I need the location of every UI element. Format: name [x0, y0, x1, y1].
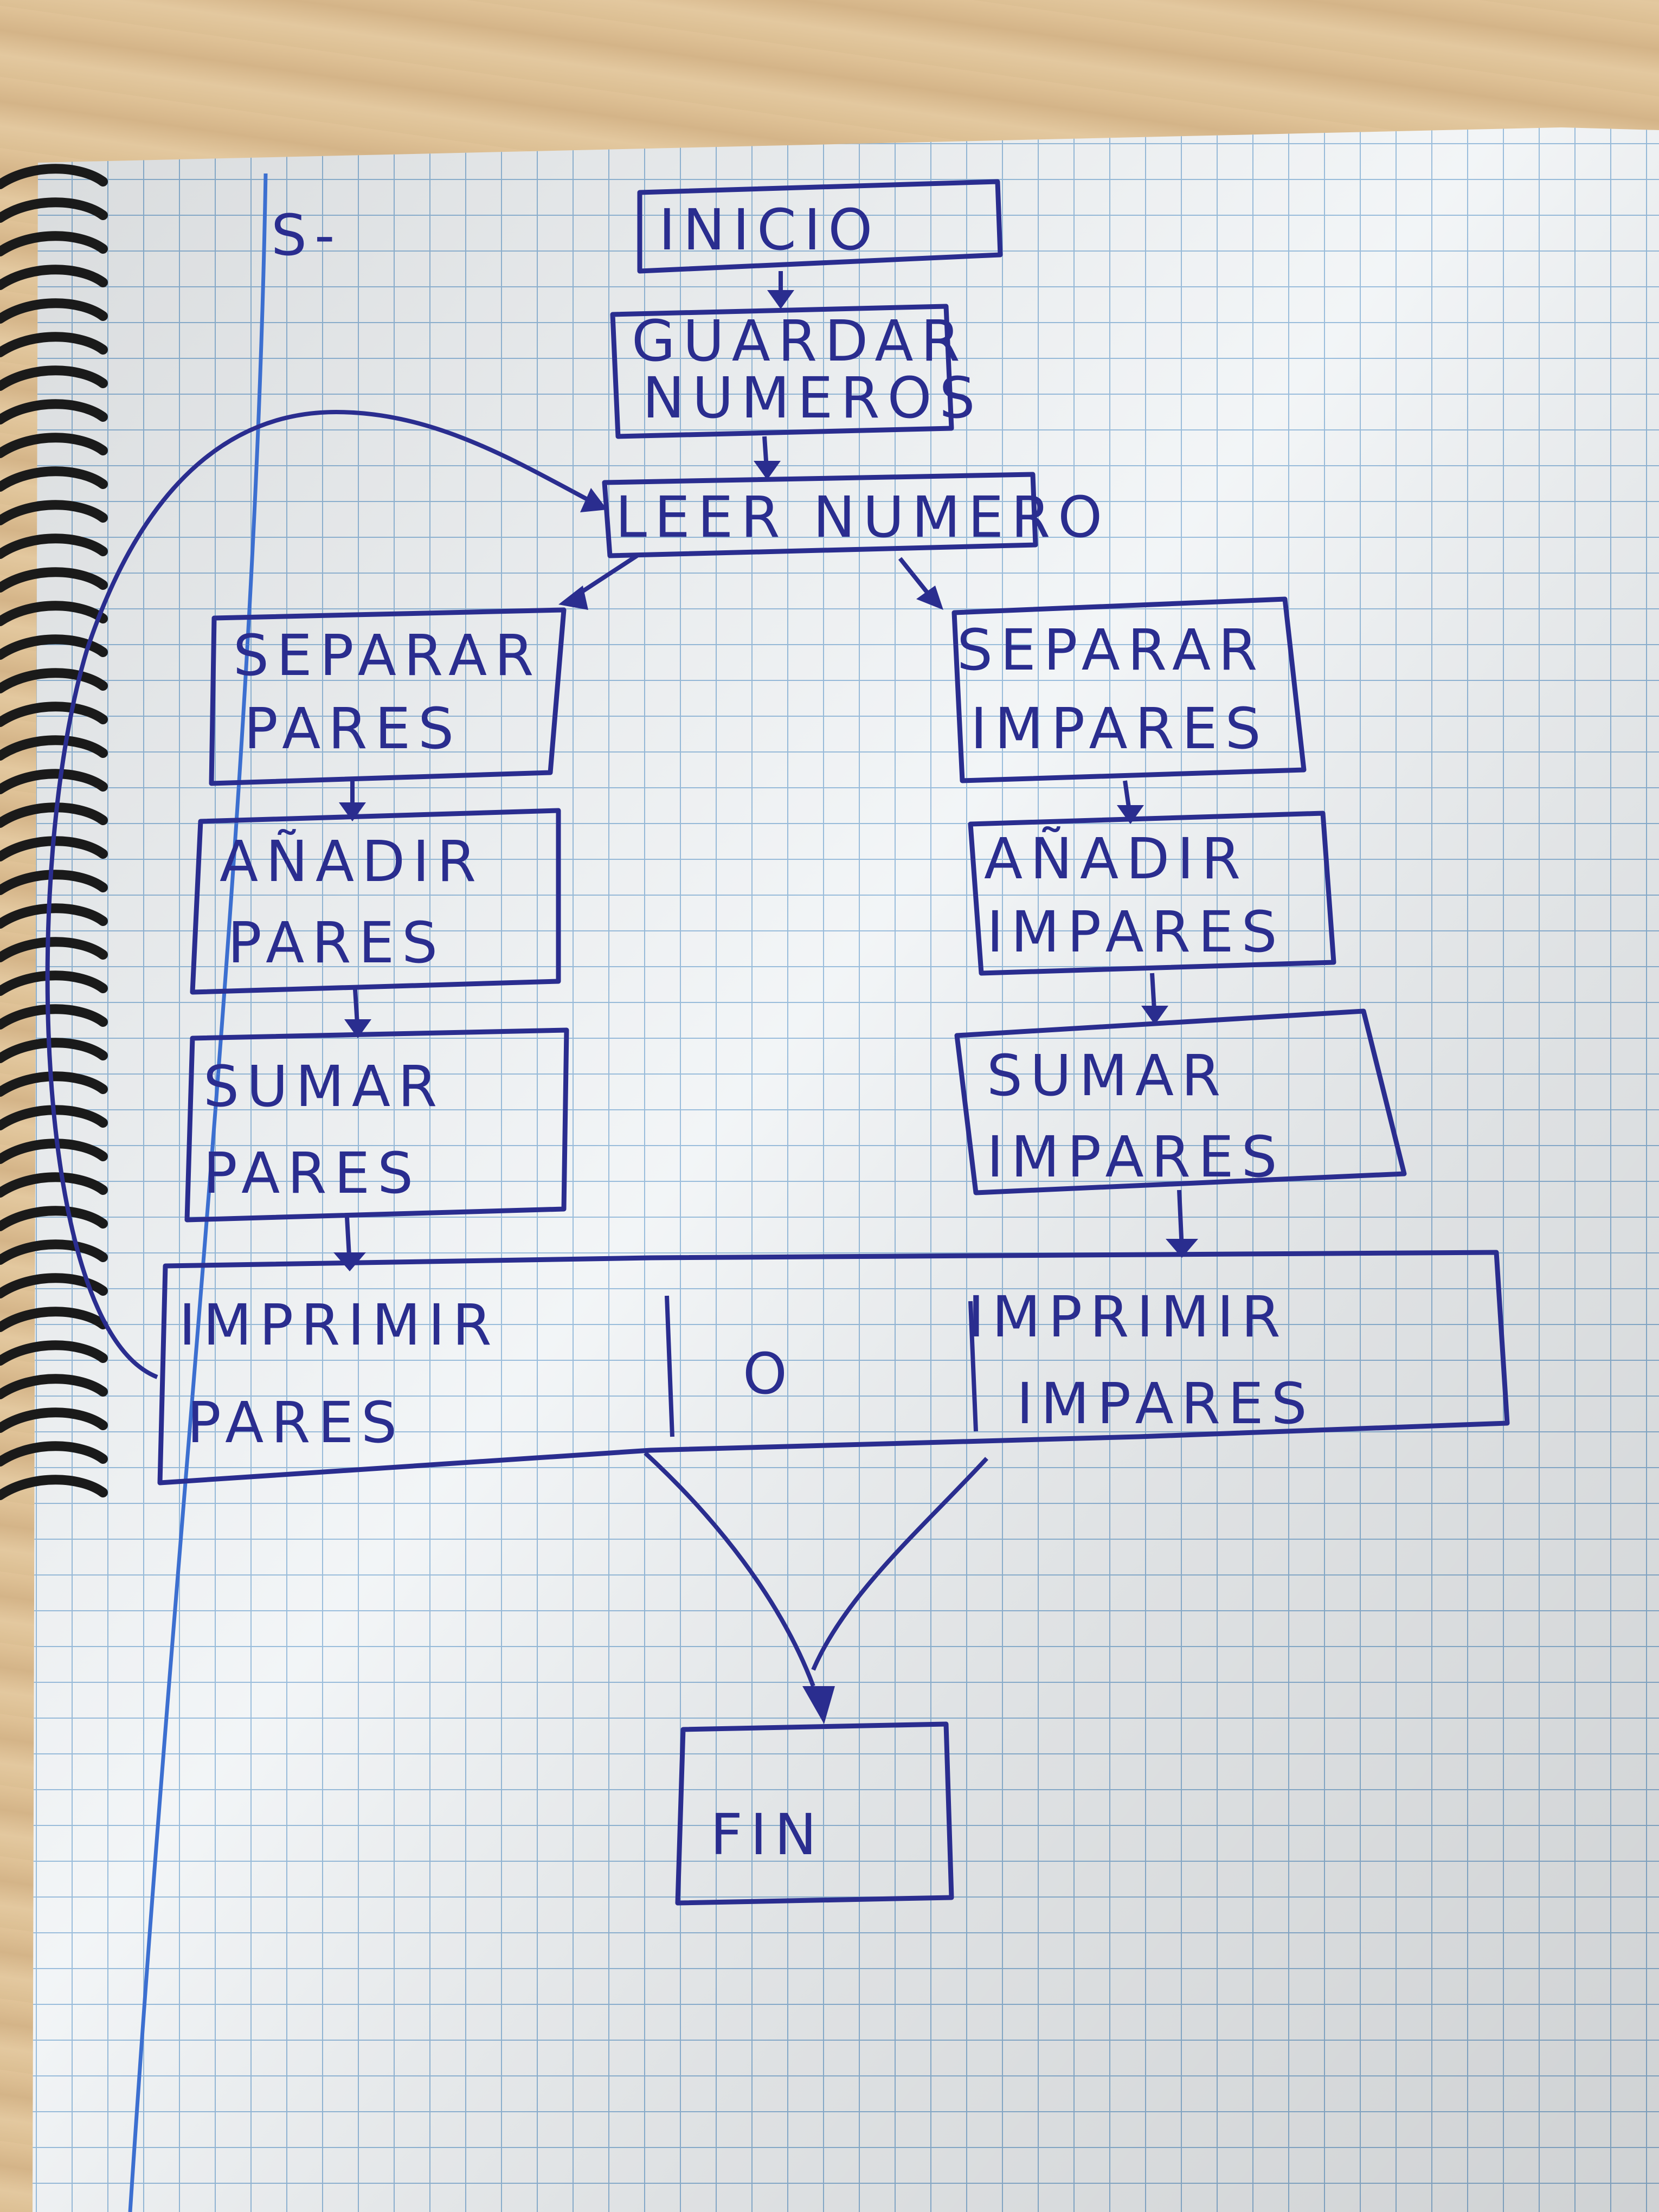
- node-separar-pares-line1: SEPARAR: [233, 622, 541, 689]
- spiral-ring: [0, 1407, 108, 1433]
- node-anadir-pares: AÑADIR PARES: [190, 808, 561, 995]
- spiral-ring: [0, 365, 108, 391]
- paper-shading: [33, 127, 1659, 2212]
- node-imprimir-divider-right: [968, 1301, 978, 1432]
- node-guardar-numeros: GUARDAR NUMEROS: [610, 304, 983, 439]
- node-sumar-impares-line1: SUMAR: [987, 1043, 1228, 1109]
- edge-anadir-sumar-pares: [344, 989, 371, 1038]
- spiral-ring: [0, 870, 108, 895]
- spiral-ring: [0, 1206, 108, 1231]
- edge-leer-separar-pares: [558, 554, 639, 610]
- node-sumar-impares: SUMAR IMPARES: [954, 1008, 1407, 1195]
- edge-leer-separar-impares: [898, 557, 943, 610]
- node-imprimir-pares-line2: PARES: [187, 1390, 404, 1456]
- spiral-ring: [0, 1441, 108, 1467]
- node-sumar-pares-line1: SUMAR: [203, 1053, 445, 1120]
- spiral-ring: [0, 1307, 108, 1332]
- spiral-ring: [0, 567, 108, 593]
- spiral-ring: [0, 1239, 108, 1265]
- spiral-ring: [0, 1340, 108, 1366]
- spiral-ring: [0, 1172, 108, 1198]
- spiral-ring: [0, 1475, 108, 1500]
- spiral-ring: [0, 769, 108, 794]
- edge-separar-anadir-impares: [1117, 780, 1144, 824]
- spiral-ring: [0, 197, 108, 223]
- node-separar-pares-line2: PARES: [244, 696, 461, 762]
- edge-loop-back: [45, 409, 607, 1379]
- node-leer-numero: LEER NUMERO: [602, 472, 1110, 558]
- spiral-ring: [0, 903, 108, 929]
- node-sumar-pares-line2: PARES: [203, 1140, 421, 1206]
- node-separar-impares-line2: IMPARES: [970, 696, 1269, 762]
- node-separar-impares-line1: SEPARAR: [957, 617, 1265, 683]
- edge-anadir-sumar-impares: [1141, 973, 1168, 1025]
- edge-imprimir-fin-left: [644, 1451, 835, 1724]
- or-label: O: [743, 1341, 795, 1407]
- spiral-ring: [0, 735, 108, 761]
- node-sumar-pares: SUMAR PARES: [184, 1027, 569, 1223]
- node-separar-impares: SEPARAR IMPARES: [951, 596, 1307, 783]
- node-imprimir-pares-line1: IMPRIMIR: [179, 1292, 499, 1358]
- node-anadir-impares-line1: AÑADIR: [984, 826, 1248, 892]
- spiral-ring: [0, 634, 108, 660]
- node-imprimir-divider-left: [665, 1295, 674, 1437]
- spiral-ring: [0, 231, 108, 256]
- node-imprimir-impares-line1: IMPRIMIR: [968, 1284, 1288, 1350]
- edge-imprimir-fin-right: [811, 1457, 988, 1671]
- spiral-ring: [0, 332, 108, 357]
- node-separar-pares: SEPARAR PARES: [209, 607, 567, 786]
- node-anadir-pares-line1: AÑADIR: [220, 828, 484, 895]
- spiral-ring: [0, 1004, 108, 1030]
- node-sumar-impares-line2: IMPARES: [987, 1124, 1285, 1190]
- edge-sumar-imprimir-pares: [333, 1217, 366, 1271]
- node-anadir-impares: AÑADIR IMPARES: [968, 811, 1336, 976]
- edge-separar-anadir-pares: [339, 781, 366, 821]
- node-inicio-label: INICIO: [659, 197, 880, 263]
- spiral-ring: [0, 1273, 108, 1298]
- spiral-ring: [0, 601, 108, 626]
- edge-guardar-leer: [754, 436, 781, 480]
- node-fin: FIN: [675, 1721, 954, 1906]
- spiral-ring: [0, 668, 108, 693]
- spiral-ring: [0, 399, 108, 425]
- node-imprimir: IMPRIMIR PARES O IMPRIMIR IMPARES: [157, 1250, 1510, 1486]
- node-guardar-line2: NUMEROS: [642, 365, 983, 431]
- node-inicio: INICIO: [637, 179, 1003, 274]
- spiral-ring: [0, 500, 108, 525]
- margin-line: [128, 173, 268, 2212]
- node-guardar-line1: GUARDAR: [632, 308, 968, 374]
- node-anadir-impares-line2: IMPARES: [987, 899, 1285, 965]
- spiral-ring: [0, 1071, 108, 1097]
- spiral-ring: [0, 937, 108, 962]
- spiral-ring: [0, 433, 108, 458]
- edge-inicio-guardar: [767, 271, 794, 309]
- spiral-ring: [0, 1374, 108, 1399]
- spiral-ring: [0, 1038, 108, 1063]
- edge-sumar-imprimir-impares: [1166, 1189, 1198, 1258]
- page-label: S-: [271, 202, 343, 268]
- node-fin-label: FIN: [710, 1802, 824, 1868]
- spiral-ring: [0, 265, 108, 290]
- spiral-ring: [0, 164, 108, 189]
- spiral-ring: [0, 702, 108, 727]
- node-imprimir-impares-line2: IMPARES: [1017, 1371, 1315, 1437]
- node-leer-label: LEER NUMERO: [615, 484, 1110, 550]
- spiral-ring: [0, 970, 108, 996]
- spiral-ring: [0, 533, 108, 559]
- spiral-ring: [0, 466, 108, 492]
- spiral-binding: [0, 164, 108, 1500]
- spiral-ring: [0, 298, 108, 324]
- node-anadir-pares-line2: PARES: [228, 910, 445, 976]
